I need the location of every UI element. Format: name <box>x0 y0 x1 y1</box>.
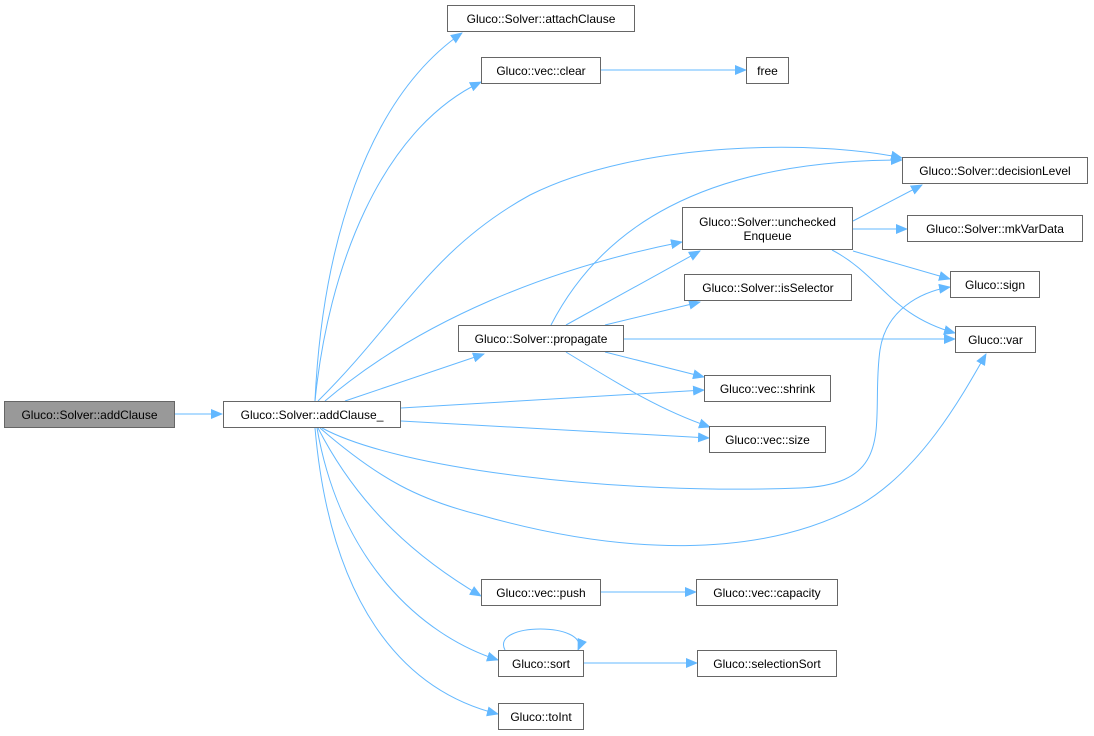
node-toInt[interactable]: Gluco::toInt <box>498 703 584 730</box>
node-var[interactable]: Gluco::var <box>955 326 1036 353</box>
node-label: Gluco::Solver::decisionLevel <box>919 163 1071 178</box>
node-mkVarData[interactable]: Gluco::Solver::mkVarData <box>907 215 1083 242</box>
node-sort[interactable]: Gluco::sort <box>498 650 584 677</box>
edge-addClause_-sign <box>321 283 951 490</box>
edge-addClause_-uncheckedEnqueue <box>324 239 683 402</box>
node-propagate[interactable]: Gluco::Solver::propagate <box>458 325 624 352</box>
node-label: Gluco::Solver::isSelector <box>702 280 834 295</box>
node-decisionLevel[interactable]: Gluco::Solver::decisionLevel <box>902 157 1088 184</box>
edge-addClause_-attachClause <box>314 32 463 402</box>
node-label: Gluco::Solver::attachClause <box>466 11 616 26</box>
node-clear[interactable]: Gluco::vec::clear <box>481 57 601 84</box>
edge-addClause_-clear <box>314 81 482 402</box>
node-label: Gluco::Solver::unchecked <box>699 214 836 229</box>
node-label: Gluco::vec::clear <box>496 63 586 78</box>
edge-addClause_-size <box>400 420 710 443</box>
node-label: Gluco::sort <box>511 656 571 671</box>
node-shrink[interactable]: Gluco::vec::shrink <box>704 375 831 402</box>
node-label: free <box>757 63 778 78</box>
edge-propagate-size <box>565 351 711 429</box>
edge-propagate-shrink <box>604 351 705 380</box>
node-label: Gluco::vec::push <box>496 585 586 600</box>
node-label: Gluco::Solver::addClause <box>21 407 158 422</box>
edge-propagate-isSelector <box>604 299 701 326</box>
node-label: Gluco::vec::size <box>725 432 810 447</box>
edge-propagate-uncheckedEnqueue <box>565 250 701 326</box>
edge-propagate-decisionLevel <box>550 155 903 326</box>
edge-addClause_-push <box>317 427 482 597</box>
node-label: Enqueue <box>743 228 792 243</box>
edge-addClause_-sort <box>316 427 499 662</box>
node-selectionSort[interactable]: Gluco::selectionSort <box>697 650 837 677</box>
edge-addClause_-decisionLevel <box>317 146 903 402</box>
node-label: Gluco::Solver::addClause_ <box>240 407 384 422</box>
edge-addClause_-shrink <box>400 385 705 409</box>
node-label: Gluco::toInt <box>510 709 572 724</box>
edge-addClause_-toInt <box>314 427 499 717</box>
node-label: Gluco::Solver::mkVarData <box>926 221 1064 236</box>
node-label: Gluco::Solver::propagate <box>474 331 608 346</box>
node-attachClause[interactable]: Gluco::Solver::attachClause <box>447 5 635 32</box>
node-addClause_[interactable]: Gluco::Solver::addClause_ <box>223 401 401 428</box>
node-label: Gluco::selectionSort <box>713 656 821 671</box>
edge-uncheckedEnqueue-decisionLevel <box>852 184 923 222</box>
node-label: Gluco::var <box>968 332 1023 347</box>
node-free[interactable]: free <box>746 57 789 84</box>
edge-addClause_-propagate <box>344 352 485 402</box>
edge-uncheckedEnqueue-var <box>831 249 956 335</box>
edge-sort-self <box>502 628 587 651</box>
edge-uncheckedEnqueue-sign <box>852 250 951 281</box>
node-sign[interactable]: Gluco::sign <box>950 271 1040 298</box>
node-addClause: Gluco::Solver::addClause <box>4 401 175 428</box>
edge-addClause_-var <box>319 353 987 547</box>
node-label: Gluco::vec::shrink <box>719 381 816 396</box>
node-isSelector[interactable]: Gluco::Solver::isSelector <box>684 274 852 301</box>
node-label: Gluco::sign <box>964 277 1026 292</box>
node-capacity[interactable]: Gluco::vec::capacity <box>696 579 838 606</box>
node-size[interactable]: Gluco::vec::size <box>709 426 826 453</box>
node-label: Gluco::vec::capacity <box>713 585 821 600</box>
node-push[interactable]: Gluco::vec::push <box>481 579 601 606</box>
